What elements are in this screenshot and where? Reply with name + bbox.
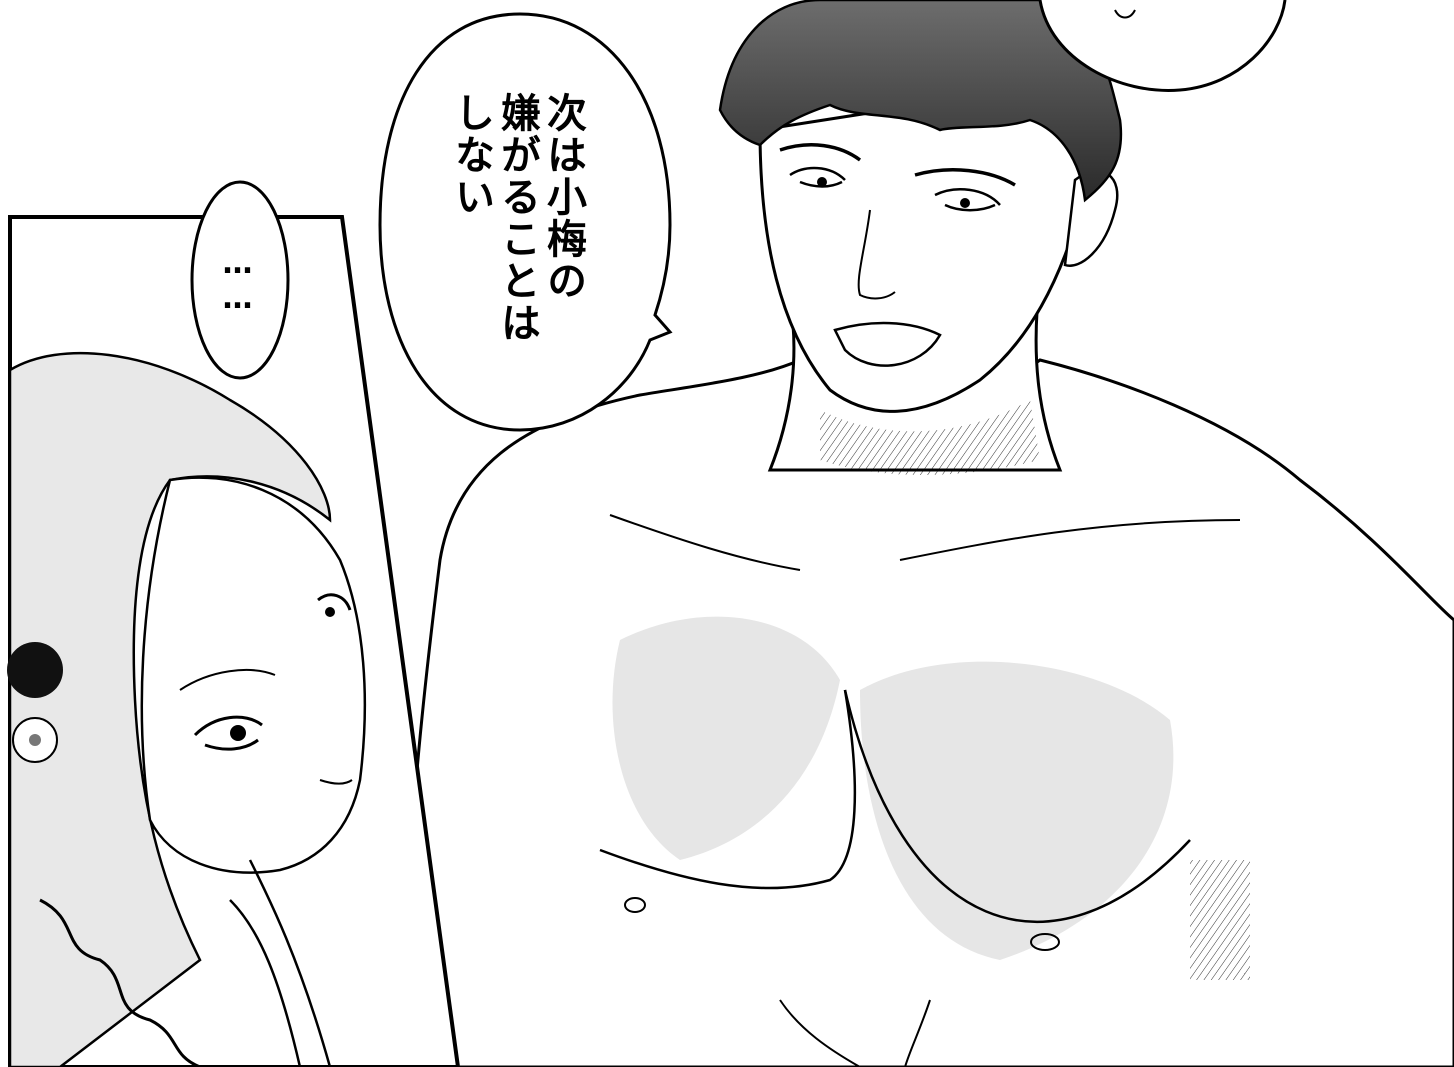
woman-collar <box>229 859 332 1067</box>
hair-ornament-dark <box>7 642 63 698</box>
man-mouth <box>833 321 942 367</box>
plum-blossom-center <box>29 734 41 746</box>
pec-line-right <box>843 689 1191 924</box>
top-bubble-partial <box>1038 0 1287 92</box>
woman-face <box>140 476 367 874</box>
woman-pupil-far <box>325 607 335 617</box>
speech-bubble-silence-text: …… <box>220 246 255 316</box>
clavicle-lines <box>609 514 1241 571</box>
woman-eye-far <box>317 593 352 611</box>
woman-brow <box>179 669 276 691</box>
speech-bubble-main <box>378 12 673 432</box>
woman-mouth <box>319 779 353 785</box>
nipple-right <box>1030 933 1060 951</box>
man-figure <box>405 0 1454 1067</box>
side-hatching <box>1190 860 1250 980</box>
speech-bubble-main-text: 次は小梅の 嫌がることは しない <box>448 92 586 344</box>
nipple-left <box>624 897 646 913</box>
man-brows <box>779 143 1016 187</box>
braid <box>39 898 201 1067</box>
chest-tone <box>612 616 840 860</box>
abs-line <box>779 999 931 1067</box>
man-pupil-left <box>817 177 827 187</box>
top-bubble-mark <box>1114 9 1136 19</box>
man-nose <box>857 209 896 300</box>
woman-pupil <box>230 725 246 741</box>
man-eye-right <box>934 188 1001 212</box>
neck-shadow <box>820 400 1040 475</box>
man-pupil-right <box>960 198 970 208</box>
chest-tone-right <box>860 661 1174 960</box>
woman-eye <box>193 715 263 751</box>
speech-bubble-silence <box>190 180 290 380</box>
pec-line <box>599 689 857 890</box>
